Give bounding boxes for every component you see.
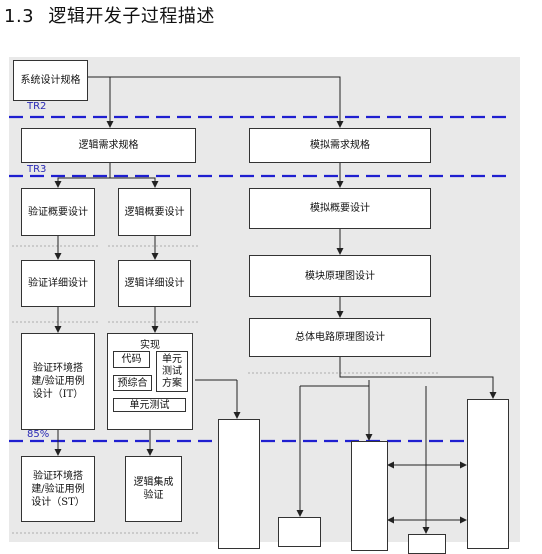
verify-env-st-box: 验证环境搭 建/验证用例 设计（ST）	[21, 456, 95, 522]
logic-req-box: 逻辑需求规格	[21, 128, 196, 163]
impl-title: 实现	[140, 340, 160, 351]
tr3-label: TR3	[27, 164, 47, 175]
section-title: 逻辑开发子过程描述	[48, 6, 215, 27]
logic-outline-box: 逻辑概要设计	[118, 188, 191, 236]
verify-detail-box: 验证详细设计	[21, 260, 95, 307]
system-spec-box: 系统设计规格	[13, 60, 88, 101]
empty-column-2	[278, 517, 321, 547]
tr2-label: TR2	[27, 101, 47, 112]
module-schematic-box: 模块原理图设计	[249, 255, 431, 297]
impl-presynth-box: 预综合	[113, 375, 152, 391]
empty-column-5	[467, 399, 509, 549]
empty-column-4	[408, 534, 446, 554]
empty-column-1	[218, 419, 260, 549]
logic-detail-box: 逻辑详细设计	[118, 260, 191, 307]
section-heading: 1.3 逻辑开发子过程描述	[4, 2, 215, 28]
empty-column-3	[351, 441, 388, 551]
analog-outline-box: 模拟概要设计	[249, 188, 431, 229]
impl-unit-test-box: 单元测试	[113, 398, 186, 412]
impl-code-box: 代码	[113, 351, 150, 368]
overall-schematic-box: 总体电路原理图设计	[249, 318, 431, 357]
impl-unit-plan-box: 单元 测试 方案	[156, 351, 188, 392]
section-number: 1.3	[4, 6, 35, 27]
diagram-connectors	[9, 76, 512, 534]
logic-integration-box: 逻辑集成 验证	[125, 456, 182, 522]
analog-req-box: 模拟需求规格	[249, 128, 431, 163]
verify-env-it-box: 验证环境搭 建/验证用例 设计（IT）	[21, 333, 95, 430]
pct85-label: 85%	[27, 429, 50, 440]
verify-outline-box: 验证概要设计	[21, 188, 95, 236]
